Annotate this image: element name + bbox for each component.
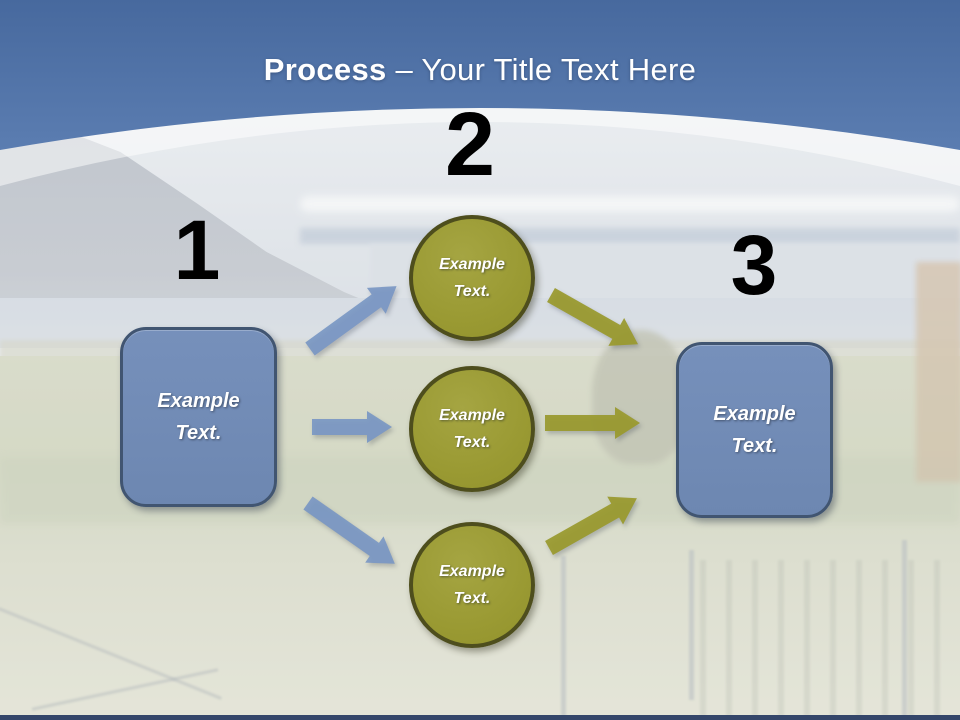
fence-post [561, 556, 566, 716]
title-rest: – Your Title Text Here [395, 52, 697, 87]
step2-circle-3[interactable]: Example Text. [409, 522, 535, 648]
step3-box[interactable]: Example Text. [676, 342, 833, 518]
header-curve [0, 0, 960, 186]
bottom-bar [0, 715, 960, 720]
step1-box[interactable]: Example Text. [120, 327, 277, 507]
header-blue-shape [0, 0, 960, 150]
step2-circle-1-label: Example Text. [439, 255, 505, 300]
step-number-1[interactable]: 1 [173, 203, 221, 297]
autumn-tree [916, 262, 960, 482]
fence-post [689, 550, 694, 700]
step2-circle-2[interactable]: Example Text. [409, 366, 535, 492]
bush [592, 330, 688, 464]
clouds [300, 196, 960, 212]
blue-arrow-top[interactable] [301, 273, 406, 362]
step2-circle-3-label: Example Text. [439, 562, 505, 607]
curve-highlight-band [0, 106, 960, 186]
step2-circle-2-label: Example Text. [439, 406, 505, 451]
vegetation-rows [700, 560, 960, 716]
olive-arrow-top[interactable] [543, 281, 646, 358]
olive-arrow-middle[interactable] [545, 407, 640, 439]
step3-box-label: Example Text. [713, 403, 796, 457]
step-number-3[interactable]: 3 [730, 218, 778, 312]
fence-post [902, 540, 907, 720]
olive-arrow-bottom[interactable] [541, 484, 645, 562]
title-keyword: Process [263, 52, 387, 87]
step1-box-label: Example Text. [157, 390, 240, 444]
step2-circle-1[interactable]: Example Text. [409, 215, 535, 341]
blue-arrow-bottom[interactable] [299, 490, 404, 577]
slide-title[interactable]: Process – Your Title Text Here [0, 52, 960, 88]
blue-arrow-middle[interactable] [312, 411, 392, 443]
step-number-2[interactable]: 2 [444, 95, 496, 195]
